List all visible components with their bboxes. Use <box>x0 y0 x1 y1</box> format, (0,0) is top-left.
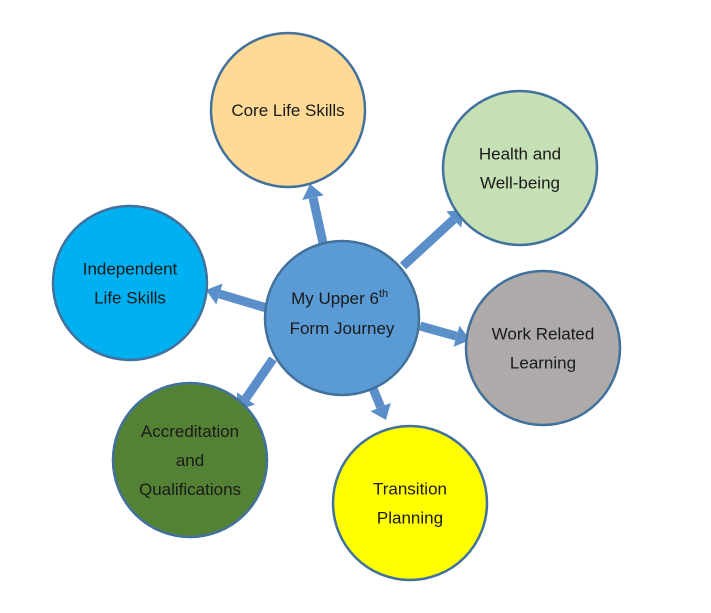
node-core-life-skills: Core Life Skills <box>209 31 367 189</box>
node-label-core-life-skills: Core Life Skills <box>231 101 344 120</box>
arrow-to-accreditation-and-qualifications <box>242 356 277 402</box>
node-circle-health-and-well-being <box>441 89 599 247</box>
node-label-line: and <box>176 451 204 470</box>
center-label: My Upper 6th Form Journey <box>290 282 395 338</box>
node-circle-transition-planning <box>331 424 489 582</box>
node-circle-independent-life-skills <box>51 204 209 362</box>
node-label-line: Transition <box>373 480 447 499</box>
arrowhead-to-independent-life-skills <box>206 283 223 305</box>
node-label-line: Life Skills <box>94 289 166 308</box>
node-circle-accreditation-and-qualifications <box>111 381 269 539</box>
node-label-line: Qualifications <box>139 480 241 499</box>
arrow-to-work-related-learning <box>418 321 458 341</box>
node-label-line: Core Life Skills <box>231 101 344 120</box>
center-label-superscript: th <box>379 288 388 300</box>
arrowhead-to-core-life-skills <box>302 184 324 201</box>
center-circle <box>263 239 421 397</box>
node-circle-work-related-learning <box>464 269 622 427</box>
node-circle-core-life-skills <box>209 31 367 189</box>
center-node: My Upper 6th Form Journey <box>263 239 421 397</box>
arrow-to-independent-life-skills <box>218 289 272 314</box>
node-label-line: Planning <box>377 509 443 528</box>
node-label-line: Learning <box>510 354 576 373</box>
node-label-line: Health and <box>479 145 561 164</box>
node-label-line: Independent <box>83 260 178 279</box>
center-label-line1: My Upper 6 <box>291 289 379 308</box>
node-label-line: Accreditation <box>141 422 239 441</box>
arrowhead-to-transition-planning <box>370 402 391 420</box>
node-label-line: Work Related <box>492 325 595 344</box>
center-label-line2: Form Journey <box>290 319 395 338</box>
arrow-to-core-life-skills <box>308 196 328 244</box>
node-label-line: Well-being <box>480 174 560 193</box>
arrow-to-health-and-well-being <box>399 216 457 270</box>
